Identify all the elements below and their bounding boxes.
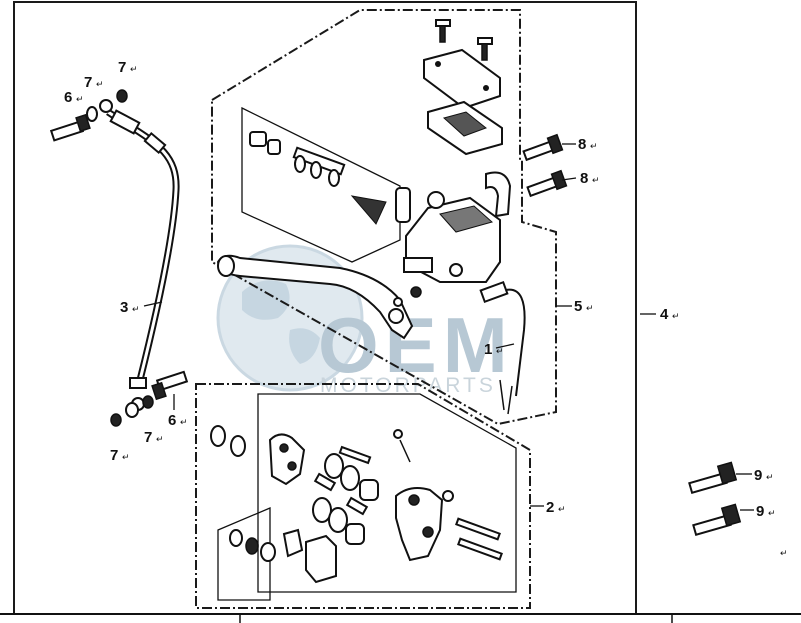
svg-text:↵: ↵ bbox=[132, 304, 140, 314]
svg-text:9: 9 bbox=[754, 467, 762, 484]
callout-7-top-right: 7↵ bbox=[118, 59, 138, 76]
callout-3: 3↵ bbox=[120, 299, 140, 316]
caliper-body bbox=[395, 487, 454, 562]
piston-seal-kit bbox=[249, 131, 411, 225]
leader-lines bbox=[143, 143, 754, 511]
caliper-inner-box bbox=[257, 393, 517, 593]
svg-text:↵: ↵ bbox=[96, 79, 104, 89]
callout-5: 5↵ bbox=[574, 298, 594, 315]
svg-text:7: 7 bbox=[144, 429, 152, 446]
svg-text:2: 2 bbox=[546, 499, 554, 516]
svg-text:↵: ↵ bbox=[586, 303, 594, 313]
washer-bottom-c bbox=[110, 413, 122, 427]
bolt-9-bottom bbox=[692, 503, 742, 537]
callout-8-top: 8↵ bbox=[578, 136, 598, 153]
svg-text:7: 7 bbox=[84, 74, 92, 91]
svg-text:3: 3 bbox=[120, 299, 128, 316]
watermark-brand: OEM bbox=[318, 301, 514, 389]
mount-bolt-a bbox=[522, 133, 564, 162]
svg-text:6: 6 bbox=[64, 89, 72, 106]
svg-text:4: 4 bbox=[660, 306, 669, 323]
svg-text:↵: ↵ bbox=[496, 346, 504, 356]
svg-text:↵: ↵ bbox=[130, 64, 138, 74]
mount-bolt-b bbox=[526, 169, 568, 198]
reservoir-cap bbox=[423, 48, 501, 110]
caliper-bracket bbox=[268, 433, 306, 486]
brake-lever bbox=[216, 254, 414, 340]
callout-8-bottom: 8↵ bbox=[580, 170, 600, 187]
master-cylinder-boundary bbox=[211, 9, 557, 426]
svg-text:↵: ↵ bbox=[122, 452, 130, 462]
callout-7-top-left: 7↵ bbox=[84, 74, 104, 91]
brake-pads bbox=[229, 528, 337, 584]
clamp-bracket bbox=[485, 171, 512, 218]
seal-kit-box bbox=[241, 106, 401, 263]
caliper-pins bbox=[393, 429, 503, 561]
svg-text:↵: ↵ bbox=[768, 508, 776, 518]
svg-text:↵: ↵ bbox=[590, 141, 598, 151]
svg-text:5: 5 bbox=[574, 298, 582, 315]
brake-hose bbox=[99, 99, 180, 411]
banjo-bolt-bottom bbox=[151, 370, 189, 401]
bolt-9-top bbox=[688, 461, 738, 495]
svg-text:↵: ↵ bbox=[156, 434, 164, 444]
svg-text:6: 6 bbox=[168, 412, 176, 429]
cap-screws bbox=[435, 19, 493, 61]
caliper-seals bbox=[210, 425, 379, 545]
diaphragm bbox=[427, 100, 503, 156]
callout-6-top: 6↵ bbox=[64, 89, 84, 106]
svg-text:7: 7 bbox=[118, 59, 126, 76]
svg-text:↵: ↵ bbox=[592, 175, 600, 185]
svg-text:↵: ↵ bbox=[672, 311, 680, 321]
svg-text:↵: ↵ bbox=[76, 94, 84, 104]
svg-text:↵: ↵ bbox=[180, 417, 188, 427]
svg-text:↵: ↵ bbox=[558, 504, 566, 514]
callout-9-top: 9↵ bbox=[754, 467, 774, 484]
callout-9-bottom: 9↵ bbox=[756, 503, 776, 520]
callout-2: 2↵ bbox=[546, 499, 566, 516]
return-mark: ↵ bbox=[780, 548, 788, 558]
callout-7-bottom-left: 7↵ bbox=[110, 447, 130, 464]
brake-switch bbox=[479, 280, 526, 415]
watermark-subtitle: MOTORPARTS bbox=[320, 374, 496, 397]
svg-text:1: 1 bbox=[484, 341, 492, 358]
callout-4: 4↵ bbox=[660, 306, 680, 323]
svg-text:↵: ↵ bbox=[766, 472, 774, 482]
washer-top-a bbox=[86, 106, 98, 122]
banjo-bolt-top bbox=[49, 113, 91, 142]
callout-6-bottom: 6↵ bbox=[168, 412, 188, 429]
svg-text:8: 8 bbox=[580, 170, 588, 187]
master-cylinder-body bbox=[403, 191, 501, 283]
svg-text:9: 9 bbox=[756, 503, 764, 520]
washer-bottom-a bbox=[142, 395, 154, 409]
washer-top-b bbox=[116, 89, 128, 103]
caliper-boundary bbox=[195, 383, 531, 609]
callout-1: 1↵ bbox=[484, 341, 504, 358]
svg-text:8: 8 bbox=[578, 136, 586, 153]
callout-7-bottom-right: 7↵ bbox=[144, 429, 164, 446]
svg-text:7: 7 bbox=[110, 447, 118, 464]
washer-bottom-b bbox=[125, 402, 139, 418]
